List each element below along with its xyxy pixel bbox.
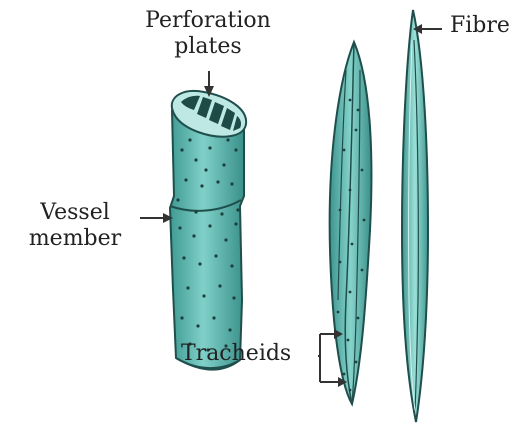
perforation-plates-label-line1: Perforation bbox=[143, 8, 273, 34]
vessel-member bbox=[170, 91, 246, 370]
vessel-member-label: Vessel member bbox=[10, 200, 140, 252]
fibre-label: Fibre bbox=[450, 13, 510, 39]
vessel-member-label-line2: member bbox=[10, 226, 140, 252]
perforation-plates-label-line2: plates bbox=[143, 34, 273, 60]
vessel-member-arrow bbox=[140, 213, 173, 223]
vessel-member-label-line1: Vessel bbox=[10, 200, 140, 226]
tracheid-outer bbox=[330, 42, 372, 404]
tracheids-label: Tracheids bbox=[181, 341, 291, 367]
perforation-plates-label: Perforation plates bbox=[143, 8, 273, 60]
fibre bbox=[402, 10, 428, 422]
tracheids bbox=[330, 42, 372, 404]
